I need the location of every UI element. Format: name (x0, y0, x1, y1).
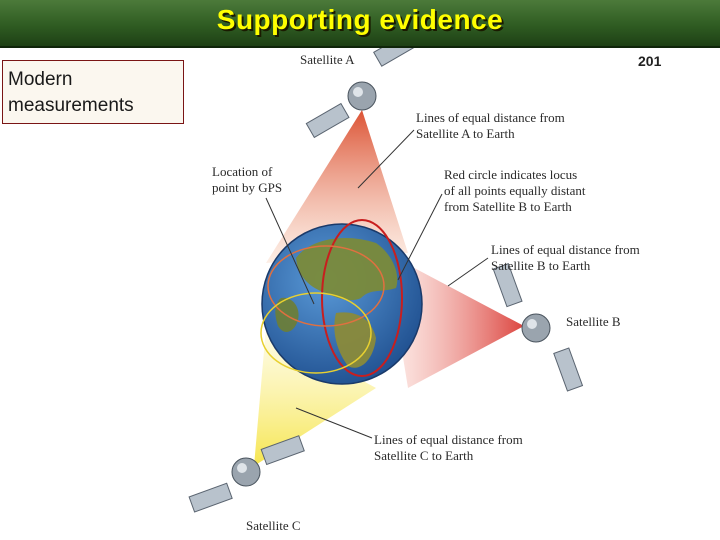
leader-red-circle (398, 194, 442, 280)
satellite-a-label: Satellite A (300, 52, 355, 67)
leader-lines-b (448, 258, 488, 286)
annotation-gps-line2: point by GPS (212, 180, 282, 195)
annotation-lines-a-line2: Satellite A to Earth (416, 126, 515, 141)
satellite-b-label: Satellite B (566, 314, 621, 329)
annotation-red-circle-line3: from Satellite B to Earth (444, 199, 572, 214)
annotation-lines-a-line1: Lines of equal distance from (416, 110, 565, 125)
annotation-lines-c-line1: Lines of equal distance from (374, 432, 523, 447)
annotation-red-circle-line2: of all points equally distant (444, 183, 586, 198)
topic-label: Modern measurements (2, 60, 184, 124)
annotation-lines-b-line1: Lines of equal distance from (491, 242, 640, 257)
annotation-red-circle-line1: Red circle indicates locus (444, 167, 577, 182)
annotation-lines-b-line2: Satellite B to Earth (491, 258, 591, 273)
slide-title: Supporting evidence (0, 4, 720, 36)
page-number: 201 (638, 53, 662, 69)
annotation-gps-line1: Location of (212, 164, 273, 179)
title-bar: Supporting evidence (0, 0, 720, 48)
gps-triangulation-figure: 201 Satellite A Satellite B Satellite C … (186, 48, 720, 540)
annotation-lines-c-line2: Satellite C to Earth (374, 448, 474, 463)
satellite-c-icon (189, 436, 304, 512)
satellite-c-label: Satellite C (246, 518, 301, 533)
